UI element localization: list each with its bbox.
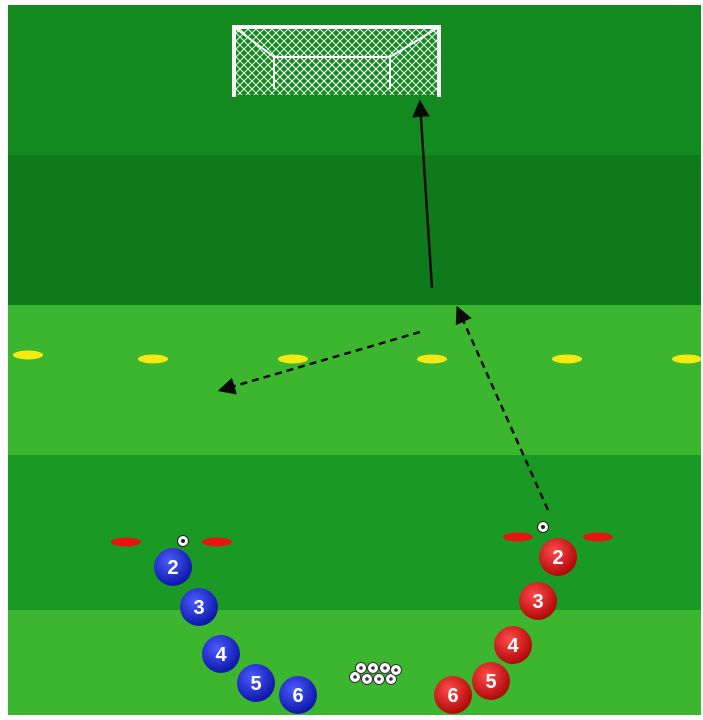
player-number: 3 bbox=[193, 597, 204, 619]
goal-net-icon bbox=[234, 27, 439, 97]
blue-player-3: 3 bbox=[180, 588, 218, 626]
player-number: 4 bbox=[215, 644, 227, 666]
run-arrow bbox=[458, 309, 548, 510]
player-number: 6 bbox=[292, 685, 303, 707]
yellow-cone bbox=[672, 355, 701, 364]
player-number: 3 bbox=[532, 591, 543, 613]
red-player-2: 2 bbox=[539, 538, 577, 576]
ball-pile bbox=[350, 663, 402, 685]
pitch: 2 3 4 5 6 2 bbox=[8, 5, 701, 715]
pass-arrow bbox=[221, 332, 420, 390]
soccer-ball-icon bbox=[538, 522, 549, 533]
red-player-5: 5 bbox=[472, 662, 510, 700]
drill-diagram: 2 3 4 5 6 2 bbox=[8, 5, 701, 715]
soccer-ball-icon bbox=[356, 663, 367, 674]
blue-player-2: 2 bbox=[154, 548, 192, 586]
blue-player-4: 4 bbox=[202, 635, 240, 673]
yellow-cone bbox=[417, 355, 447, 364]
red-cone bbox=[583, 533, 613, 542]
yellow-cone bbox=[278, 355, 308, 364]
red-team: 2 3 4 5 6 bbox=[434, 538, 577, 714]
soccer-ball-icon bbox=[362, 674, 373, 685]
player-number: 5 bbox=[485, 671, 496, 693]
soccer-ball-icon bbox=[391, 665, 402, 676]
player-number: 6 bbox=[447, 685, 458, 707]
blue-player-6: 6 bbox=[279, 676, 317, 714]
player-number: 2 bbox=[167, 557, 178, 579]
yellow-cone bbox=[552, 355, 582, 364]
soccer-ball-icon bbox=[380, 663, 391, 674]
blue-player-5: 5 bbox=[237, 664, 275, 702]
soccer-ball-icon bbox=[178, 536, 189, 547]
yellow-cone-line bbox=[13, 351, 701, 364]
yellow-cone bbox=[13, 351, 43, 360]
soccer-ball-icon bbox=[368, 663, 379, 674]
blue-team: 2 3 4 5 6 bbox=[154, 548, 317, 714]
red-cone bbox=[111, 538, 141, 547]
red-cone bbox=[503, 533, 533, 542]
soccer-ball-icon bbox=[374, 674, 385, 685]
player-number: 4 bbox=[507, 635, 519, 657]
shot-arrow bbox=[420, 103, 432, 288]
player-number: 5 bbox=[250, 673, 261, 695]
red-cone bbox=[202, 538, 232, 547]
red-player-3: 3 bbox=[519, 582, 557, 620]
red-player-6: 6 bbox=[434, 676, 472, 714]
yellow-cone bbox=[138, 355, 168, 364]
player-number: 2 bbox=[552, 547, 563, 569]
red-player-4: 4 bbox=[494, 626, 532, 664]
